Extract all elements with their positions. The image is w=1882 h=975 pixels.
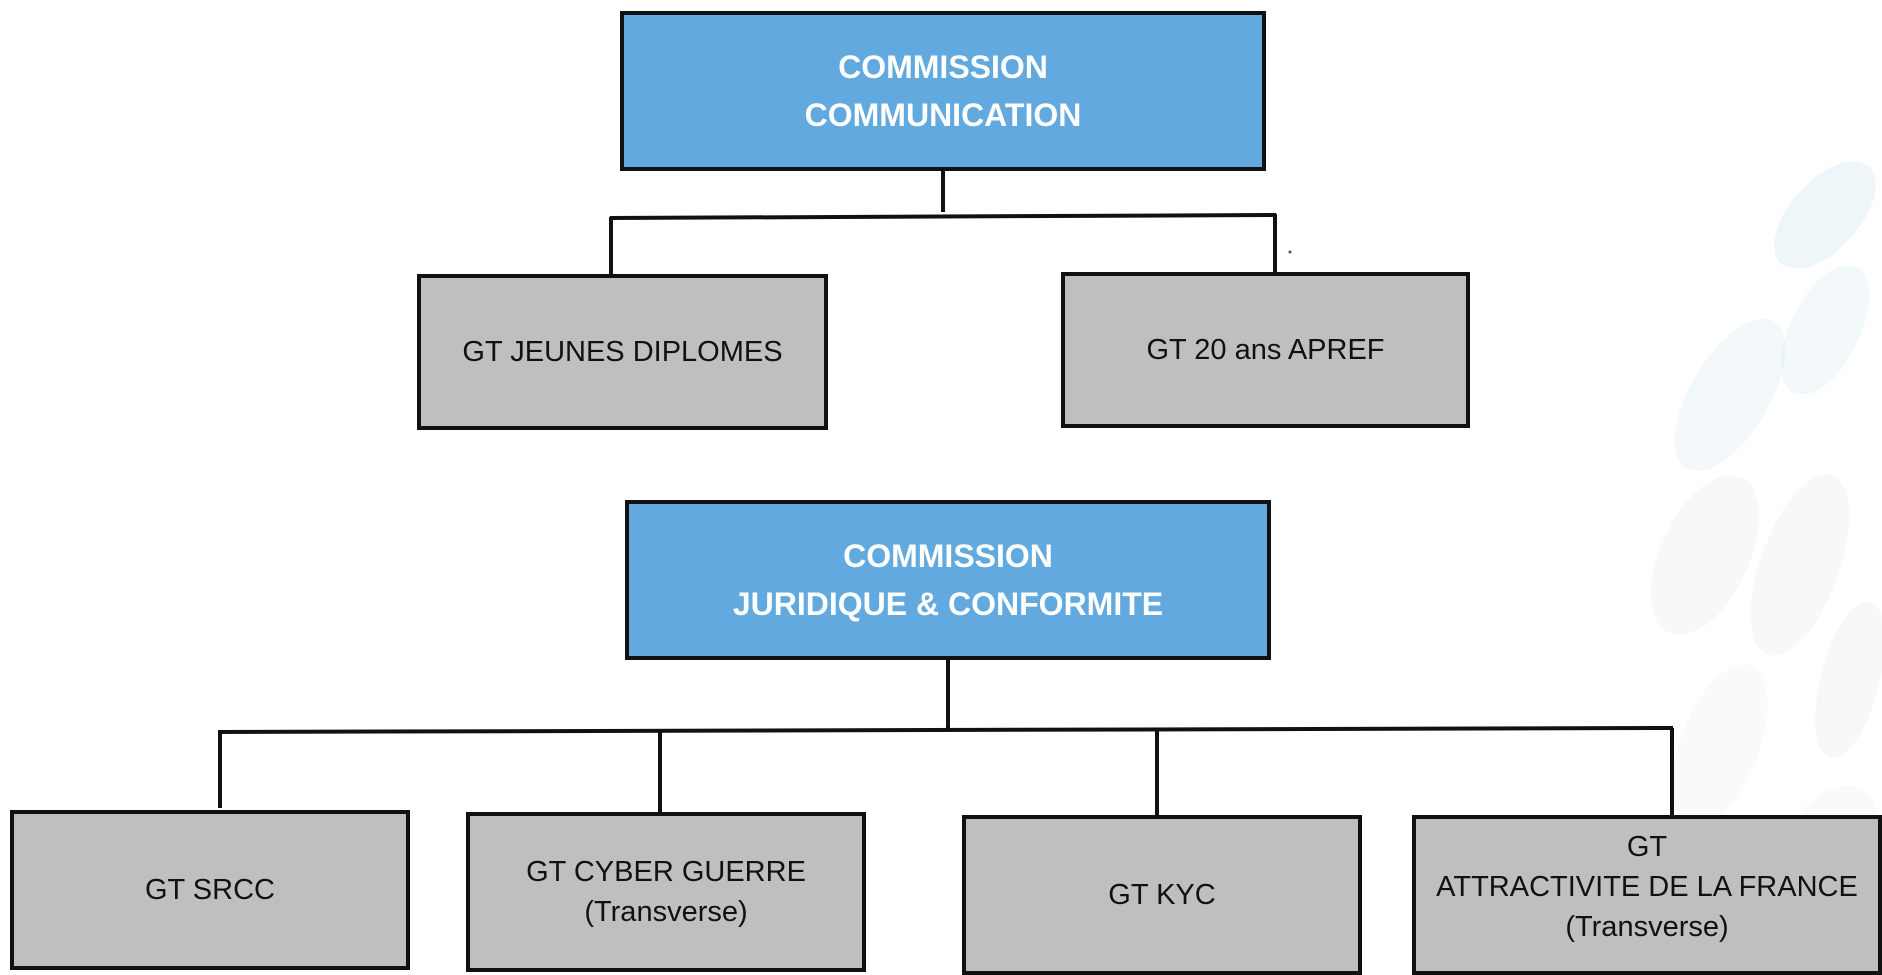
commission-juridique-line-1: COMMISSION <box>843 538 1053 574</box>
commission-communication-line-2: COMMUNICATION <box>804 97 1082 133</box>
gt-kyc-label: GT KYC <box>1108 879 1216 911</box>
gt-attractivite-line-3: (Transverse) <box>1565 911 1729 943</box>
gt-jeunes-diplomes-label: GT JEUNES DIPLOMES <box>462 336 783 368</box>
stray-dot <box>1288 250 1292 254</box>
connector-top-bar <box>609 213 1277 220</box>
gt-attractivite-line-1: GT <box>1626 831 1668 863</box>
commission-communication-line-1: COMMISSION <box>838 49 1048 85</box>
gt-20-ans-apref-box: GT 20 ans APREF <box>1061 272 1470 428</box>
commission-communication-box: COMMISSION COMMUNICATION <box>620 11 1266 171</box>
gt-srcc-label: GT SRCC <box>145 874 275 906</box>
gt-cyber-guerre-line-2: (Transverse) <box>584 896 748 928</box>
gt-srcc-box: GT SRCC <box>10 810 410 970</box>
gt-kyc-box: GT KYC <box>962 815 1362 975</box>
gt-jeunes-diplomes-box: GT JEUNES DIPLOMES <box>417 274 828 430</box>
gt-attractivite-box: GT ATTRACTIVITE DE LA FRANCE (Transverse… <box>1412 815 1882 975</box>
commission-juridique-box: COMMISSION JURIDIQUE & CONFORMITE <box>625 500 1271 660</box>
gt-cyber-guerre-box: GT CYBER GUERRE (Transverse) <box>466 812 866 972</box>
connector-bottom-bar <box>217 726 1674 734</box>
gt-attractivite-line-2: ATTRACTIVITE DE LA FRANCE <box>1436 871 1858 903</box>
gt-cyber-guerre-line-1: GT CYBER GUERRE <box>526 856 806 888</box>
gt-20-ans-apref-label: GT 20 ans APREF <box>1146 334 1385 366</box>
commission-juridique-line-2: JURIDIQUE & CONFORMITE <box>732 586 1164 622</box>
